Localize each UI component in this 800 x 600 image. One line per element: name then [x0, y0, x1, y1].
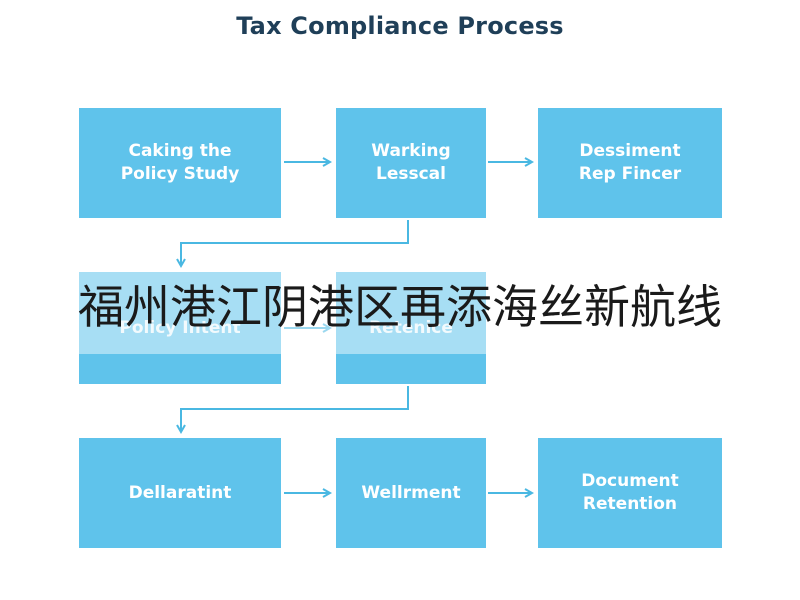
overlay-caption: 福州港江阴港区再添海丝新航线 — [78, 280, 722, 334]
arrow-row1-to-row2 — [181, 220, 409, 266]
process-box-3-label: Dessiment Rep Fincer — [578, 141, 682, 184]
process-box-7-label: Dellaratint — [128, 482, 232, 503]
process-box-4-label: Policy Intent — [119, 317, 241, 338]
diagram-title: Tax Compliance Process — [236, 12, 564, 40]
process-box-9: Document Retention — [538, 438, 722, 548]
process-box-8-label: Wellrment — [361, 482, 461, 503]
process-box-2-label: Warking Lesscal — [371, 141, 451, 184]
process-box-1: Caking the Policy Study — [79, 108, 281, 218]
process-box-4: Policy Intent — [79, 272, 281, 384]
process-box-7: Dellaratint — [79, 438, 281, 548]
process-box-9-label: Document Retention — [581, 471, 679, 514]
arrow-row2-to-row3 — [181, 386, 409, 432]
process-box-8: Wellrment — [336, 438, 486, 548]
process-box-3: Dessiment Rep Fincer — [538, 108, 722, 218]
process-box-5: Retenice — [336, 272, 486, 384]
process-box-2: Warking Lesscal — [336, 108, 486, 218]
process-box-5-label: Retenice — [369, 317, 453, 338]
process-box-1-label: Caking the Policy Study — [120, 141, 240, 184]
overlay-haze — [20, 272, 780, 354]
